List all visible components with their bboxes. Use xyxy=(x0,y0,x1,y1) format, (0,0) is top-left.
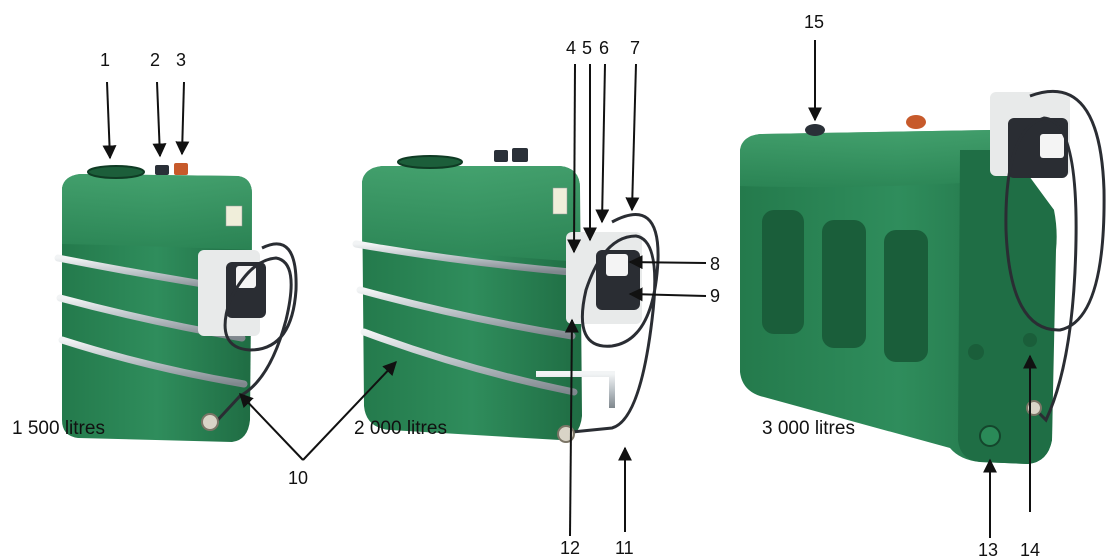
gauge-icon xyxy=(906,115,926,129)
pump-icon xyxy=(990,92,1070,178)
callout-5: 5 xyxy=(582,38,592,58)
callout-12: 12 xyxy=(560,538,580,558)
caption-2000-litres: 2 000 litres xyxy=(354,418,447,439)
callout-7: 7 xyxy=(630,38,640,58)
pump-icon xyxy=(566,232,642,324)
caption-3000-litres: 3 000 litres xyxy=(762,418,855,439)
hose-icon xyxy=(212,242,298,426)
drain-valve-icon xyxy=(201,413,219,431)
callout-14: 14 xyxy=(1020,540,1040,558)
vent-icon xyxy=(494,150,508,162)
callout-15: 15 xyxy=(804,12,824,32)
callout-1: 1 xyxy=(100,50,110,70)
fill-cap-icon xyxy=(397,155,463,169)
callout-8: 8 xyxy=(710,254,720,274)
callout-9: 9 xyxy=(710,286,720,306)
tank-2000 xyxy=(352,148,660,443)
gauge-icon xyxy=(512,148,528,162)
callout-numbers: 1 2 3 4 5 6 7 8 9 10 11 12 13 14 15 xyxy=(100,12,1040,558)
callout-3: 3 xyxy=(176,50,186,70)
callout-2: 2 xyxy=(150,50,160,70)
callout-10: 10 xyxy=(288,468,308,488)
gauge-icon xyxy=(174,163,188,175)
tank-1500 xyxy=(54,163,298,442)
callout-6: 6 xyxy=(599,38,609,58)
callout-11: 11 xyxy=(615,538,634,558)
vent-icon xyxy=(155,165,169,175)
callout-13: 13 xyxy=(978,540,998,558)
callout-4: 4 xyxy=(566,38,576,58)
hose-icon xyxy=(1004,90,1106,423)
fill-cap-icon xyxy=(87,165,145,179)
caption-1500-litres: 1 500 litres xyxy=(12,418,105,439)
callout-arrows xyxy=(102,40,1037,538)
tank-3000 xyxy=(740,90,1106,464)
vent-icon xyxy=(805,124,825,136)
drain-valve-icon xyxy=(979,425,1001,447)
hose-icon xyxy=(571,213,660,434)
